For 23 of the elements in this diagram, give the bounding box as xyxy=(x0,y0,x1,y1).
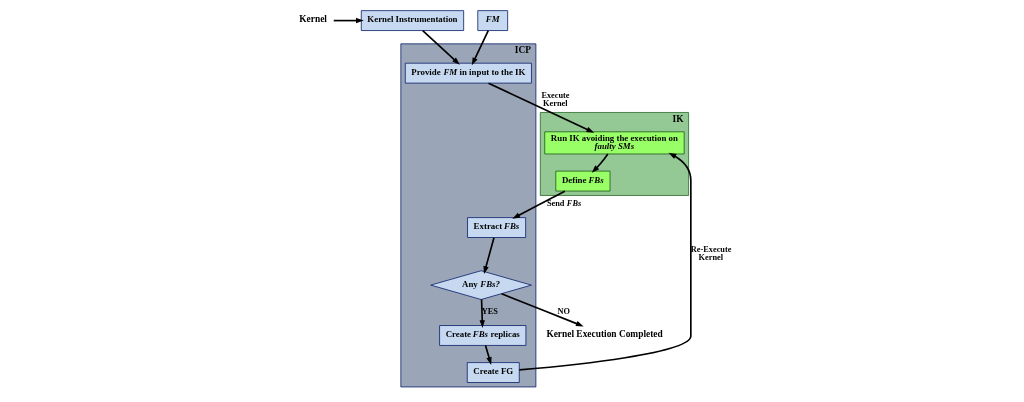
arrow xyxy=(479,298,485,328)
node-box: Provide FM in input to the IK xyxy=(404,62,532,84)
node-box: Define FBs xyxy=(554,170,610,192)
node-box: Create FG xyxy=(466,362,520,383)
node-box: Kernel Instrumentation xyxy=(360,10,464,31)
node-diamond: Any FBs? xyxy=(429,270,532,300)
node-text: Kernel xyxy=(298,14,327,25)
arrow xyxy=(487,82,594,133)
arrow xyxy=(500,293,584,327)
arrow xyxy=(471,29,489,66)
arrow xyxy=(511,190,566,219)
arrow xyxy=(591,153,609,173)
edge-label: Send FBs xyxy=(546,198,581,208)
edge-label: NO xyxy=(556,306,570,316)
arrow xyxy=(332,17,364,24)
node-box: Extract FBs xyxy=(466,217,526,238)
edge-label: Execute Kernel xyxy=(540,90,570,108)
node-box: Run IK avoiding the execution on faulty SMs xyxy=(543,131,685,155)
arrow xyxy=(484,344,492,365)
node-box: FM xyxy=(476,10,508,31)
node-box: Create FBs replicas xyxy=(438,325,526,346)
node-text: Kernel Execution Completed xyxy=(545,329,663,340)
arrow xyxy=(482,236,495,274)
